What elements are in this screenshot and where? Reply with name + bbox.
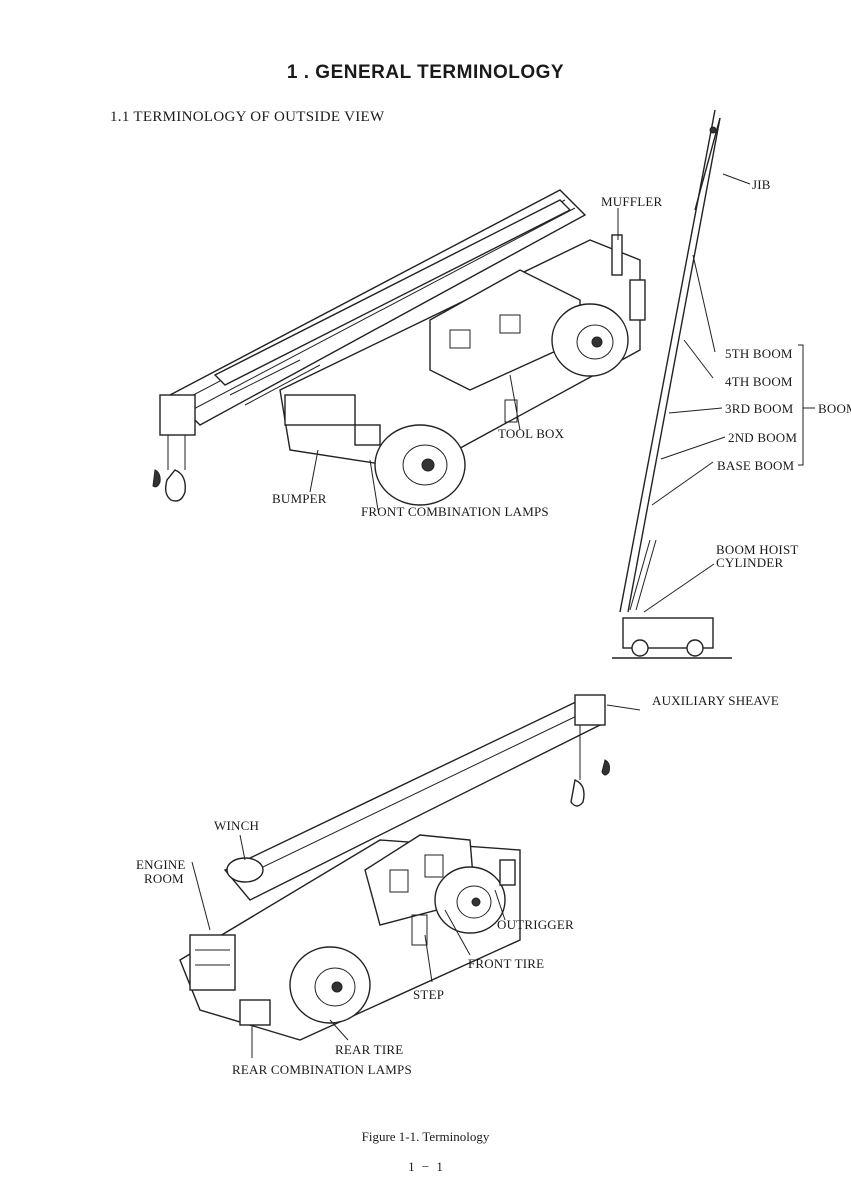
label-auxiliary-sheave: AUXILIARY SHEAVE <box>652 693 780 708</box>
label-front-tire: FRONT TIRE <box>468 956 545 971</box>
label-engine-room-line1: ENGINE <box>136 857 186 872</box>
label-boom-group: BOOM <box>818 401 851 416</box>
engine-room-drawing <box>189 934 236 991</box>
top-main-hook <box>164 469 186 502</box>
label-jib: JIB <box>752 177 771 192</box>
top-boom-head <box>159 394 196 436</box>
winch-drawing <box>226 857 264 883</box>
label-outrigger: OUTRIGGER <box>497 917 574 932</box>
front-lamps-drawing <box>354 424 381 446</box>
label-tool-box: TOOL BOX <box>498 426 565 441</box>
label-engine-room-line2: ROOM <box>144 871 184 886</box>
page-number: 1 − 1 <box>408 1159 443 1174</box>
step-drawing <box>411 914 428 946</box>
auxiliary-sheave-drawing <box>574 694 606 726</box>
front-tire-drawing <box>434 866 506 934</box>
top-crane-drawing <box>152 189 646 511</box>
label-rear-combination-lamps: REAR COMBINATION LAMPS <box>232 1062 412 1077</box>
label-front-combination-lamps: FRONT COMBINATION LAMPS <box>361 504 549 519</box>
label-2nd-boom: 2ND BOOM <box>728 430 798 445</box>
outrigger-drawing <box>499 859 516 886</box>
extended-jib <box>694 117 721 211</box>
label-step: STEP <box>413 987 445 1002</box>
label-bumper: BUMPER <box>272 491 327 506</box>
label-muffler: MUFFLER <box>601 194 663 209</box>
label-base-boom: BASE BOOM <box>717 458 795 473</box>
label-rear-tire: REAR TIRE <box>335 1042 404 1057</box>
label-5th-boom: 5TH BOOM <box>725 346 793 361</box>
bumper-drawing <box>284 394 356 426</box>
label-4th-boom: 4TH BOOM <box>725 374 793 389</box>
section-title: 1.1 TERMINOLOGY OF OUTSIDE VIEW <box>110 109 385 125</box>
rear-tire-drawing <box>289 946 371 1024</box>
extended-boom <box>619 109 716 613</box>
label-boom-hoist-cylinder-line2: CYLINDER <box>716 555 784 570</box>
bottom-crane-drawing <box>179 694 641 1058</box>
muffler-drawing <box>611 234 623 276</box>
top-front-tire-drawing <box>374 424 466 506</box>
label-winch: WINCH <box>214 818 260 833</box>
figure-caption: Figure 1-1. Terminology <box>361 1129 490 1144</box>
rear-lamps-drawing <box>239 999 271 1026</box>
chapter-title: 1 . GENERAL TERMINOLOGY <box>286 62 565 83</box>
label-boom-hoist-cylinder-line1: BOOM HOIST <box>716 542 799 557</box>
label-3rd-boom: 3RD BOOM <box>725 401 794 416</box>
extended-crane-drawing <box>612 109 815 659</box>
